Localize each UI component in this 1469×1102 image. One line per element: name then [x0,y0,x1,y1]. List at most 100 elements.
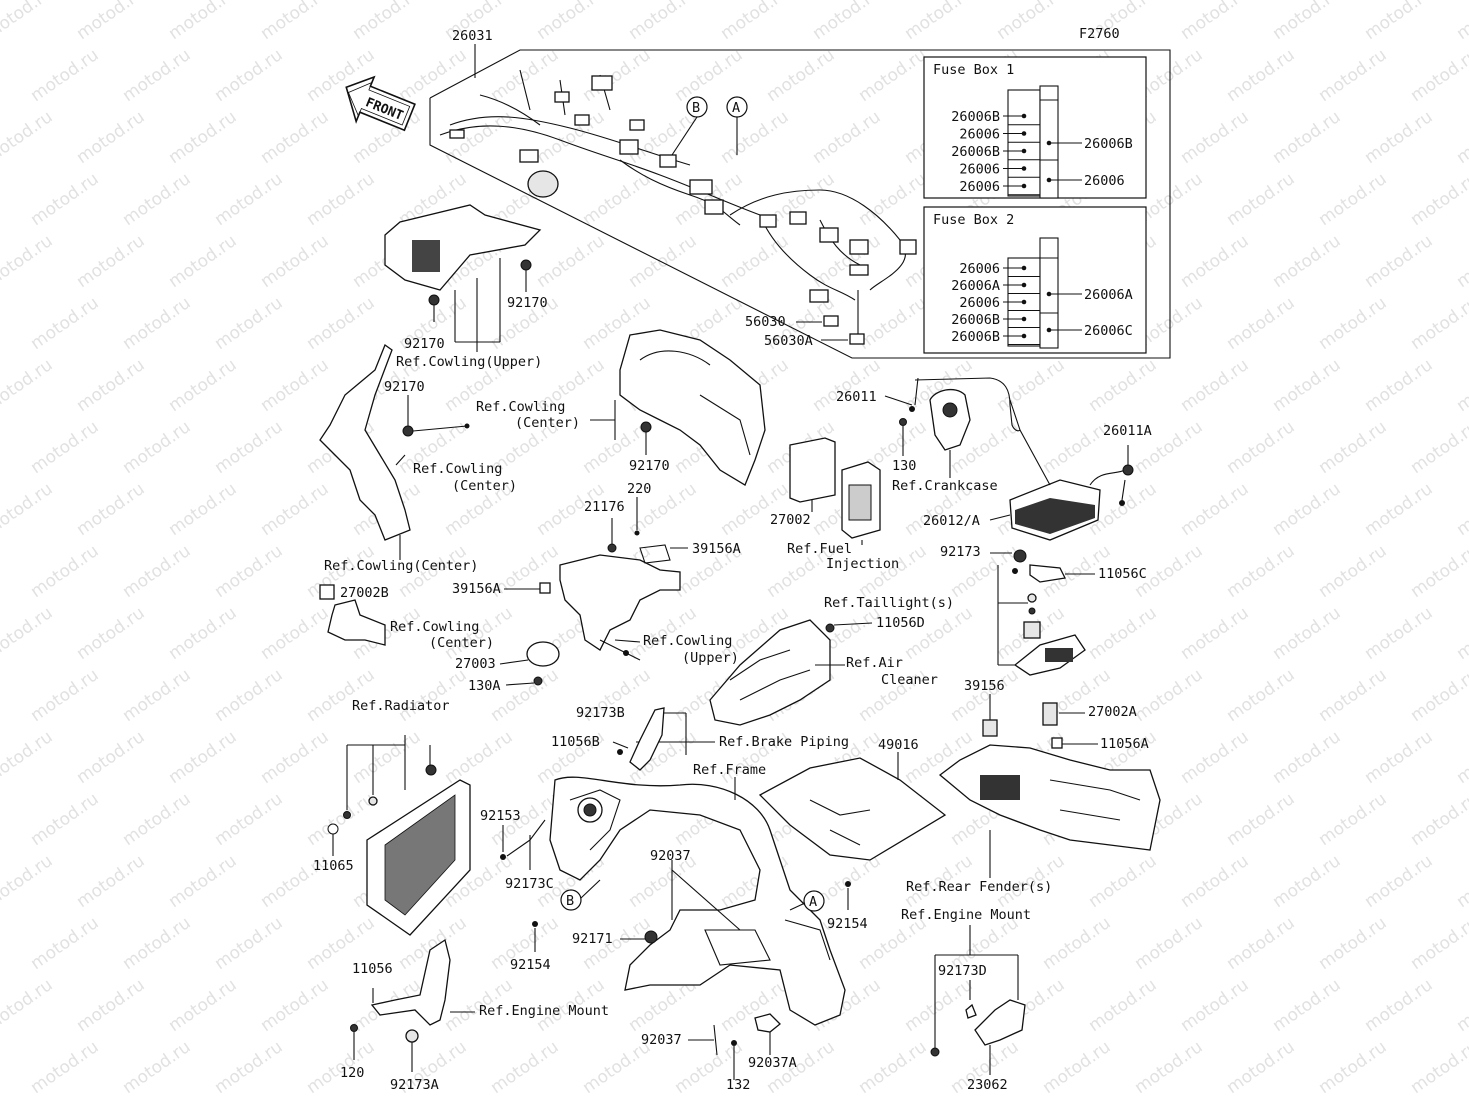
part-92173D: 92173D [938,963,987,979]
watermark-text: motod.ru [1177,727,1252,788]
watermark-text: motod.ru [947,665,1022,726]
part-130A: 130A [468,678,501,694]
center-mount-bracket [499,497,688,686]
watermark-text: motod.ru [1177,107,1252,168]
watermark-text: motod.ru [257,479,332,540]
ref-engine-mount-1: Ref.Engine Mount [901,907,1031,923]
fuse-left-label: 26006 [959,295,1000,311]
ref-cowling-center-2b: (Center) [452,478,517,494]
watermark-text: motod.ru [441,727,516,788]
watermark-text: motod.ru [533,107,608,168]
watermark-text: motod.ru [1407,789,1469,850]
part-92153: 92153 [480,808,521,824]
watermark-text: motod.ru [165,479,240,540]
watermark-text: motod.ru [717,479,792,540]
part-23062: 23062 [967,1077,1008,1093]
watermark-text: motod.ru [1315,45,1390,106]
watermark-text: motod.ru [73,479,148,540]
watermark-text: motod.ru [1223,665,1298,726]
watermark-text: motod.ru [0,727,56,788]
watermark-text: motod.ru [257,727,332,788]
sensor-26011 [884,377,1021,478]
watermark-text: motod.ru [211,665,286,726]
watermark-text: motod.ru [625,0,700,44]
ref-cowling-center-1a: Ref.Cowling [476,399,565,415]
watermark-text: motod.ru [717,975,792,1036]
fuse-box-2-panel: Fuse Box 2 2600626006A2600626006B26006B2… [923,206,1147,354]
watermark-text: motod.ru [211,541,286,602]
part-132: 132 [726,1077,750,1093]
watermark-text: motod.ru [579,45,654,106]
watermark-text: motod.ru [901,0,976,44]
watermark-text: motod.ru [1361,603,1436,664]
watermark-text: motod.ru [73,107,148,168]
circle-a-harness: A [726,96,748,155]
ref-crankcase: Ref.Crankcase [892,478,998,494]
watermark-text: motod.ru [579,169,654,230]
watermark-text: motod.ru [27,45,102,106]
watermark-text: motod.ru [73,355,148,416]
watermark-text: motod.ru [809,107,884,168]
watermark-text: motod.ru [1407,665,1469,726]
watermark-text: motod.ru [1269,355,1344,416]
ref-cowling-center-2a: Ref.Cowling [413,461,502,477]
watermark-text: motod.ru [0,0,56,44]
watermark-text: motod.ru [303,665,378,726]
watermark-text: motod.ru [211,45,286,106]
ref-fuel-a: Ref.Fuel [787,541,852,557]
watermark-text: motod.ru [211,169,286,230]
watermark-text: motod.ru [1361,231,1436,292]
watermark-text: motod.ru [257,975,332,1036]
part-92170-d: 92170 [629,458,670,474]
watermark-text: motod.ru [1315,417,1390,478]
part-11056A: 11056A [1100,736,1149,752]
watermark-text: motod.ru [119,541,194,602]
circle-b-label: B [692,100,700,116]
watermark-text: motod.ru [901,975,976,1036]
watermark-text: motod.ru [1223,293,1298,354]
watermark-text: motod.ru [73,231,148,292]
watermark-text: motod.ru [1407,541,1469,602]
watermark-text: motod.ru [165,355,240,416]
watermark-text: motod.ru [1407,913,1469,974]
fuse-right-label: 26006C [1084,323,1133,339]
watermark-text: motod.ru [625,231,700,292]
watermark-text: motod.ru [1223,913,1298,974]
part-92037A: 92037A [748,1055,797,1071]
watermark-text: motod.ru [303,293,378,354]
ref-cowling-center-4b: (Center) [429,635,494,651]
watermark-text: motod.ru [1177,231,1252,292]
watermark-text: motod.ru [1269,851,1344,912]
fuse-left-label: 26006 [959,179,1000,195]
watermark-text: motod.ru [1039,1037,1114,1098]
watermark-text: motod.ru [1453,975,1469,1036]
watermark-text: motod.ru [211,789,286,850]
watermark-text: motod.ru [73,0,148,44]
part-39156: 39156 [964,678,1005,694]
watermark-text: motod.ru [809,355,884,416]
watermark-text: motod.ru [1223,1037,1298,1098]
circle-a-label: A [732,100,740,116]
watermark-text: motod.ru [1407,169,1469,230]
lower-center-parts [688,1013,781,1080]
watermark-text: motod.ru [395,665,470,726]
watermark-text: motod.ru [1131,665,1206,726]
watermark-text: motod.ru [211,913,286,974]
harness-panel-outline [429,49,1171,359]
watermark-text: motod.ru [119,1037,194,1098]
watermark-text: motod.ru [1269,231,1344,292]
watermark-text: motod.ru [1223,169,1298,230]
watermark-text: motod.ru [211,417,286,478]
part-92154-a: 92154 [510,957,551,973]
part-26011: 26011 [836,389,877,405]
ref-fuel-b: Injection [826,556,899,572]
fuse-left-label: 26006B [951,144,1000,160]
watermark-text: motod.ru [1453,355,1469,416]
part-26031: 26031 [452,28,493,44]
watermark-text: motod.ru [855,45,930,106]
watermark-text: motod.ru [1131,1037,1206,1098]
front-arrow: FRONT [345,75,416,132]
watermark-text: motod.ru [1085,851,1160,912]
watermark-text: motod.ru [27,665,102,726]
